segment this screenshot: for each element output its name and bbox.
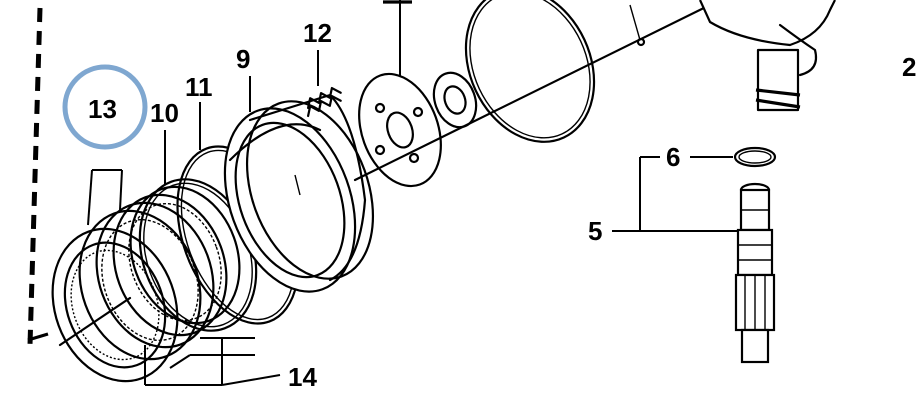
leader-5 <box>612 156 738 232</box>
valve-plate <box>358 72 442 188</box>
callout-12: 12 <box>303 18 332 48</box>
clutch-disc-pack <box>51 185 241 383</box>
callout-5: 5 <box>588 216 602 246</box>
callout-2: 2 <box>902 52 916 82</box>
leader-13 <box>87 169 123 226</box>
piston-part-9 <box>223 93 375 293</box>
large-o-ring <box>464 0 596 143</box>
callout-11: 11 <box>185 72 213 102</box>
cutaway-border <box>27 7 49 346</box>
callout-13: 13 <box>88 94 117 124</box>
o-ring-part-6 <box>733 146 777 168</box>
callout-14: 14 <box>288 362 317 392</box>
callout-6: 6 <box>666 142 680 172</box>
housing <box>629 0 836 112</box>
leader-14 <box>144 337 281 386</box>
callout-9: 9 <box>236 44 250 74</box>
spring-part-12 <box>306 86 342 118</box>
top-cut-lines <box>383 0 412 80</box>
callout-10: 10 <box>150 98 179 128</box>
main-axis <box>353 0 722 182</box>
shaft-part-5 <box>734 182 776 364</box>
highlight-circle-13 <box>62 64 148 150</box>
